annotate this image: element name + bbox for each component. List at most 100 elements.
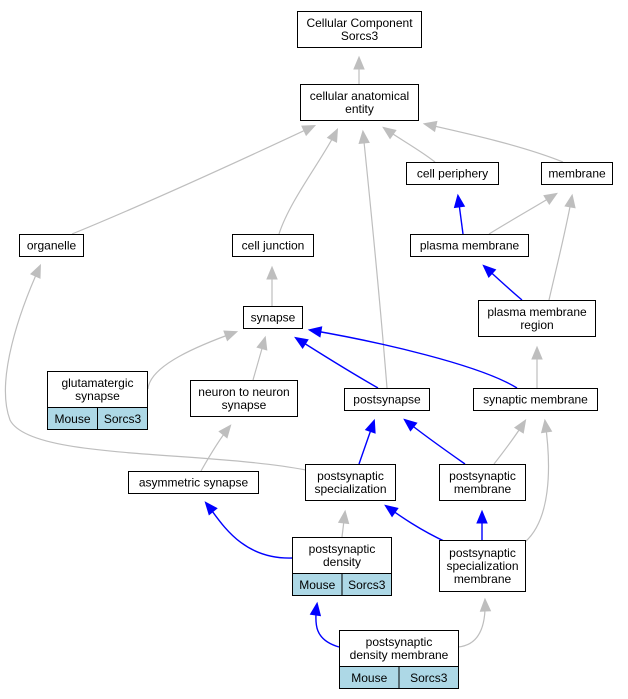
- node-synapse[interactable]: synapse: [243, 306, 303, 329]
- node-postsynapse[interactable]: postsynapse: [344, 388, 430, 411]
- arrowhead: [476, 509, 488, 524]
- node-box: [439, 540, 526, 592]
- arrowhead: [326, 127, 339, 143]
- node-celljunction[interactable]: cell junction: [232, 234, 314, 257]
- node-box: [478, 300, 596, 337]
- node-label-line: Sorcs3: [341, 29, 379, 43]
- annotation-organism: Mouse: [54, 412, 90, 426]
- node-box: [344, 388, 430, 411]
- node-label-line: glutamatergic: [61, 376, 133, 390]
- arrowhead: [540, 418, 553, 434]
- node-cellperiphery[interactable]: cell periphery: [406, 162, 499, 185]
- node-box: [19, 234, 84, 257]
- arrowhead: [382, 126, 397, 140]
- node-label-line: plasma membrane: [420, 239, 520, 253]
- node-label-line: synapse: [251, 311, 296, 325]
- edge-psdensity-to-asymmetric: [204, 501, 294, 559]
- annotation-cell: [398, 666, 459, 689]
- node-label-line: postsynaptic: [309, 542, 376, 556]
- node-label-line: cell junction: [242, 239, 305, 253]
- node-label-line: organelle: [27, 239, 77, 253]
- edge-n2n-to-synapse: [252, 335, 268, 381]
- arrowhead: [513, 419, 527, 434]
- edge-pspecmembrane-to-psmembrane: [476, 509, 488, 540]
- annotation-gene: Sorcs3: [348, 578, 386, 592]
- node-label-line: entity: [345, 102, 374, 116]
- edge-pspec-to-postsynapse: [358, 418, 376, 465]
- annotation-gene: Sorcs3: [410, 671, 448, 685]
- arrowhead: [256, 335, 268, 351]
- node-box: [406, 162, 499, 185]
- annotation-organism: Mouse: [299, 578, 335, 592]
- arrowhead: [384, 504, 399, 518]
- node-label-line: postsynaptic: [449, 469, 516, 483]
- node-label-line: synapse: [75, 389, 120, 403]
- node-box: [292, 537, 392, 574]
- node-label-line: postsynaptic: [449, 546, 516, 560]
- edge-psmembrane-to-postsynapse: [403, 418, 466, 465]
- node-box: [232, 234, 314, 257]
- arrowhead: [364, 418, 376, 434]
- node-membrane[interactable]: membrane: [541, 162, 613, 185]
- node-label-line: specialization: [446, 559, 518, 573]
- node-label-line: density membrane: [350, 648, 449, 662]
- node-label-line: cell periphery: [417, 167, 488, 181]
- annotation-cell: [97, 407, 148, 430]
- edge-asymmetric-to-n2n: [200, 424, 232, 472]
- edge-synapse-to-celljunction: [266, 265, 278, 306]
- arrowhead: [30, 263, 41, 279]
- edge-psdmembrane-to-pspecmembrane: [457, 597, 492, 648]
- arrowhead: [403, 418, 418, 432]
- edge-psdensity-to-pspec: [337, 509, 350, 538]
- arrowhead: [531, 345, 543, 360]
- node-plasmamembrane[interactable]: plasma membrane: [410, 234, 529, 257]
- arrowhead: [543, 192, 558, 205]
- arrowhead: [479, 597, 492, 612]
- edge-cae-to-root: [353, 55, 365, 84]
- node-label-line: membrane: [548, 167, 606, 181]
- annotation-organism: Mouse: [351, 671, 387, 685]
- node-label-line: postsynaptic: [317, 469, 384, 483]
- edge-pspecmembrane-to-pspec: [384, 504, 447, 543]
- node-asymmetric[interactable]: asymmetric synapse: [128, 471, 259, 494]
- node-box: [410, 234, 529, 257]
- node-label-line: density: [323, 555, 361, 569]
- node-label-line: synapse: [222, 398, 267, 412]
- node-label-line: membrane: [454, 572, 512, 586]
- node-label-line: postsynaptic: [366, 635, 433, 649]
- node-label-line: plasma membrane: [487, 305, 587, 319]
- edge-psmembrane-to-synmembrane: [493, 419, 527, 465]
- edge-psdmembrane-to-psdensity: [309, 601, 340, 648]
- arrowhead: [353, 55, 365, 70]
- arrowhead: [204, 501, 218, 516]
- node-box: [190, 380, 298, 417]
- node-label-line: specialization: [314, 482, 386, 496]
- edge-organelle-to-cae: [71, 125, 317, 235]
- arrowhead: [309, 601, 322, 617]
- edge-synmembrane-to-synapse: [307, 326, 518, 389]
- node-label-line: asymmetric synapse: [139, 476, 249, 490]
- node-organelle[interactable]: organelle: [19, 234, 84, 257]
- edge-pmregion-to-plasmamembrane: [482, 264, 523, 301]
- edge-plasmamembrane-to-cellperiphery: [453, 193, 466, 235]
- node-box: [305, 464, 396, 501]
- edge-membrane-to-cae: [422, 120, 564, 163]
- edge-pspec-to-organelle: [4, 263, 307, 471]
- node-label-line: membrane: [454, 482, 512, 496]
- node-synmembrane[interactable]: synaptic membrane: [473, 388, 598, 411]
- node-label-line: postsynapse: [353, 393, 421, 407]
- node-label-line: neuron to neuron: [198, 385, 289, 399]
- edge-pmregion-to-membrane: [548, 193, 576, 301]
- node-box: [243, 306, 303, 329]
